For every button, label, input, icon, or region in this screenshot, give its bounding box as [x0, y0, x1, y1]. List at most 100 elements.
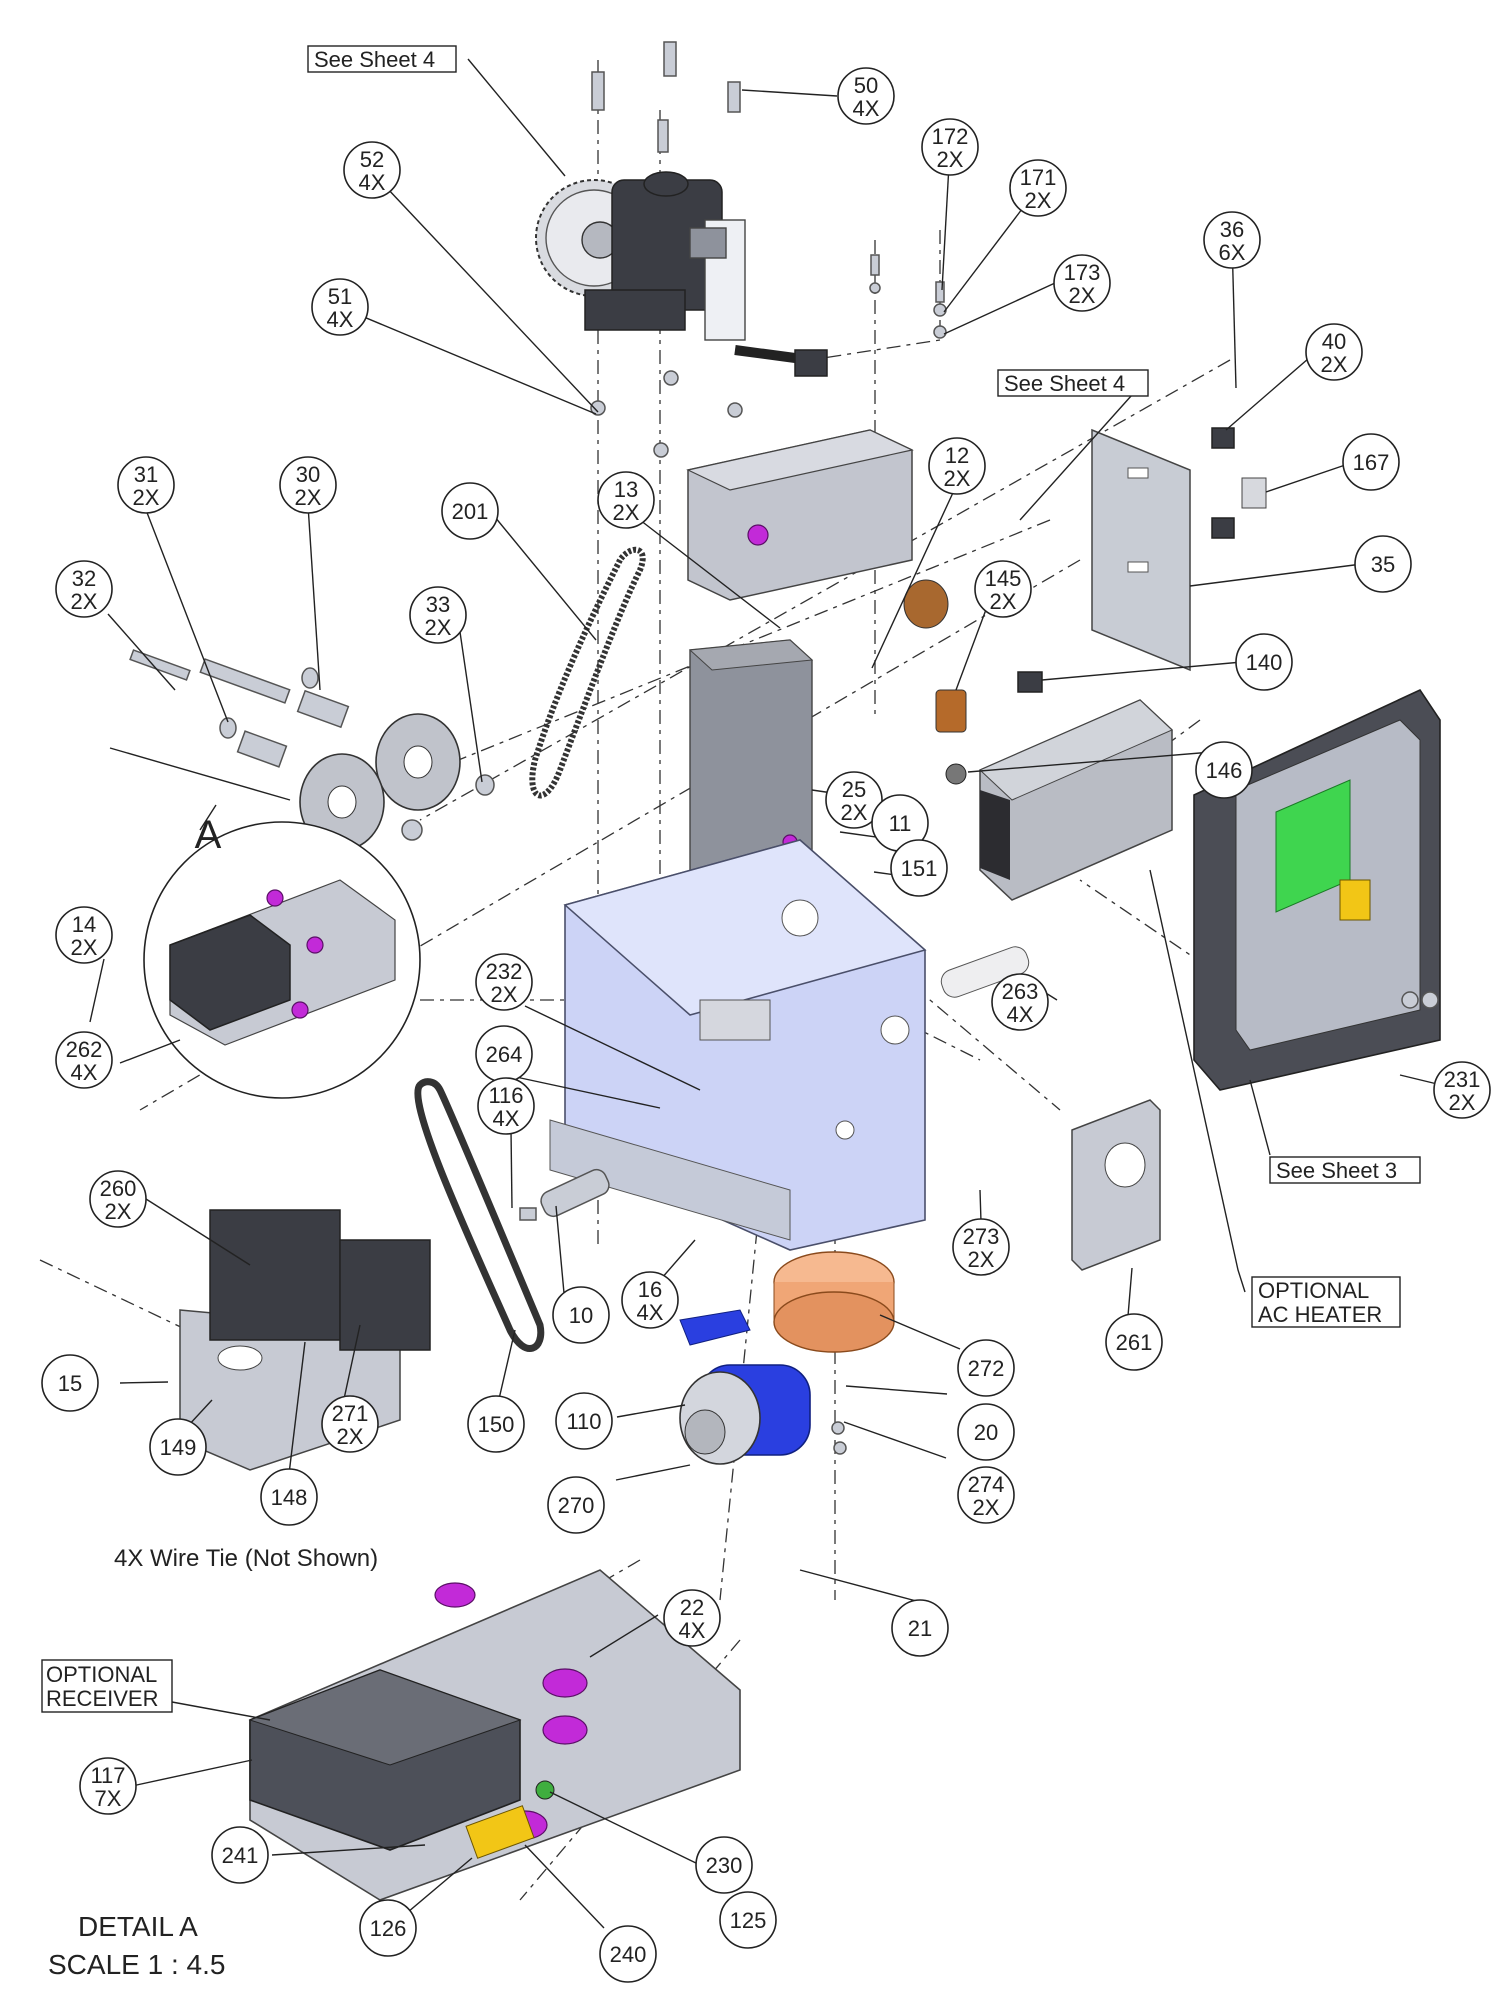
- battery-pack: [179, 1209, 431, 1471]
- switches-40-167: [1211, 427, 1267, 539]
- balloon-number: 230: [706, 1853, 743, 1878]
- balloon-number: 51: [328, 284, 352, 309]
- balloon-15: 15: [41, 1354, 99, 1412]
- balloon-148: 148: [260, 1468, 318, 1526]
- balloon-201: 201: [441, 482, 499, 540]
- balloon-quantity: 2X: [105, 1199, 132, 1224]
- see-sheet-4-mid-label: See Sheet 4: [997, 369, 1149, 397]
- balloon-number: 33: [426, 592, 450, 617]
- balloon-261: 261: [1105, 1313, 1163, 1371]
- svg-text:OPTIONAL: OPTIONAL: [1258, 1278, 1369, 1303]
- detail-title: DETAIL A: [78, 1911, 198, 1942]
- svg-text:AC HEATER: AC HEATER: [1258, 1302, 1382, 1327]
- balloon-number: 16: [638, 1277, 662, 1302]
- balloon-140: 140: [1235, 633, 1293, 691]
- balloon-number: 15: [58, 1371, 82, 1396]
- cover-15: [1071, 1099, 1161, 1271]
- balloon-number: 231: [1444, 1067, 1481, 1092]
- balloon-number: 12: [945, 443, 969, 468]
- balloon-146: 146: [1195, 741, 1253, 799]
- balloon-quantity: 2X: [613, 500, 640, 525]
- balloon-quantity: 2X: [1321, 352, 1348, 377]
- balloon-number: 150: [478, 1412, 515, 1437]
- detail-scale: SCALE 1 : 4.5: [48, 1949, 225, 1980]
- balloon-number: 241: [222, 1843, 259, 1868]
- balloon-number: 13: [614, 477, 638, 502]
- gearbox-assembly: [535, 171, 828, 377]
- shafts-and-bolts: [129, 649, 350, 768]
- balloon-21: 21: [891, 1599, 949, 1657]
- heater-parts-145-146: [903, 579, 1043, 785]
- balloon-number: 261: [1116, 1330, 1153, 1355]
- balloon-quantity: 4X: [359, 170, 386, 195]
- balloon-110: 110: [555, 1392, 613, 1450]
- balloon-quantity: 2X: [71, 935, 98, 960]
- balloon-number: 36: [1220, 217, 1244, 242]
- balloon-number: 260: [100, 1176, 137, 1201]
- balloon-11: 11: [871, 794, 929, 852]
- balloon-number: 240: [610, 1942, 647, 1967]
- balloon-number: 201: [452, 499, 489, 524]
- balloon-10: 10: [552, 1286, 610, 1344]
- balloon-quantity: 2X: [1449, 1090, 1476, 1115]
- cover-11: [688, 639, 814, 901]
- balloon-quantity: 2X: [937, 147, 964, 172]
- balloon-number: 274: [968, 1472, 1005, 1497]
- balloon-149: 149: [149, 1418, 207, 1476]
- motor-20: [679, 1309, 847, 1465]
- balloon-number: 272: [968, 1356, 1005, 1381]
- balloon-number: 50: [854, 73, 878, 98]
- balloon-number: 125: [730, 1908, 767, 1933]
- balloon-number: 171: [1020, 165, 1057, 190]
- balloon-number: 35: [1371, 552, 1395, 577]
- svg-text:OPTIONAL: OPTIONAL: [46, 1662, 157, 1687]
- svg-text:See Sheet 4: See Sheet 4: [314, 47, 435, 72]
- balloon-number: 145: [985, 566, 1022, 591]
- balloon-number: 14: [72, 912, 96, 937]
- detail-a-view: [248, 1569, 741, 1901]
- balloon-number: 151: [901, 856, 938, 881]
- electrical-enclosure: [1193, 688, 1441, 1091]
- balloon-number: 126: [370, 1916, 407, 1941]
- detail-a-callout-circle: [143, 821, 421, 1099]
- balloon-number: 172: [932, 124, 969, 149]
- balloon-number: 148: [271, 1485, 308, 1510]
- balloon-quantity: 2X: [841, 800, 868, 825]
- balloon-230: 230: [695, 1836, 753, 1894]
- balloon-number: 263: [1002, 979, 1039, 1004]
- drive-belt-110: [414, 1078, 545, 1352]
- balloon-quantity: 2X: [295, 485, 322, 510]
- balloon-number: 117: [90, 1763, 125, 1788]
- balloon-quantity: 4X: [679, 1618, 706, 1643]
- balloon-270: 270: [547, 1476, 605, 1534]
- part-balloons: 504X524X514X1722X1712X1732X366X402X16735…: [41, 67, 1491, 1983]
- cover-plate-35: [1091, 428, 1191, 672]
- balloon-number: 20: [974, 1420, 998, 1445]
- balloon-quantity: 2X: [1069, 283, 1096, 308]
- balloon-125: 125: [719, 1891, 777, 1949]
- balloon-number: 232: [486, 959, 523, 984]
- balloon-number: 32: [72, 566, 96, 591]
- svg-text:See Sheet 3: See Sheet 3: [1276, 1158, 1397, 1183]
- heater-disc-150: [773, 1251, 895, 1353]
- balloon-quantity: 2X: [990, 589, 1017, 614]
